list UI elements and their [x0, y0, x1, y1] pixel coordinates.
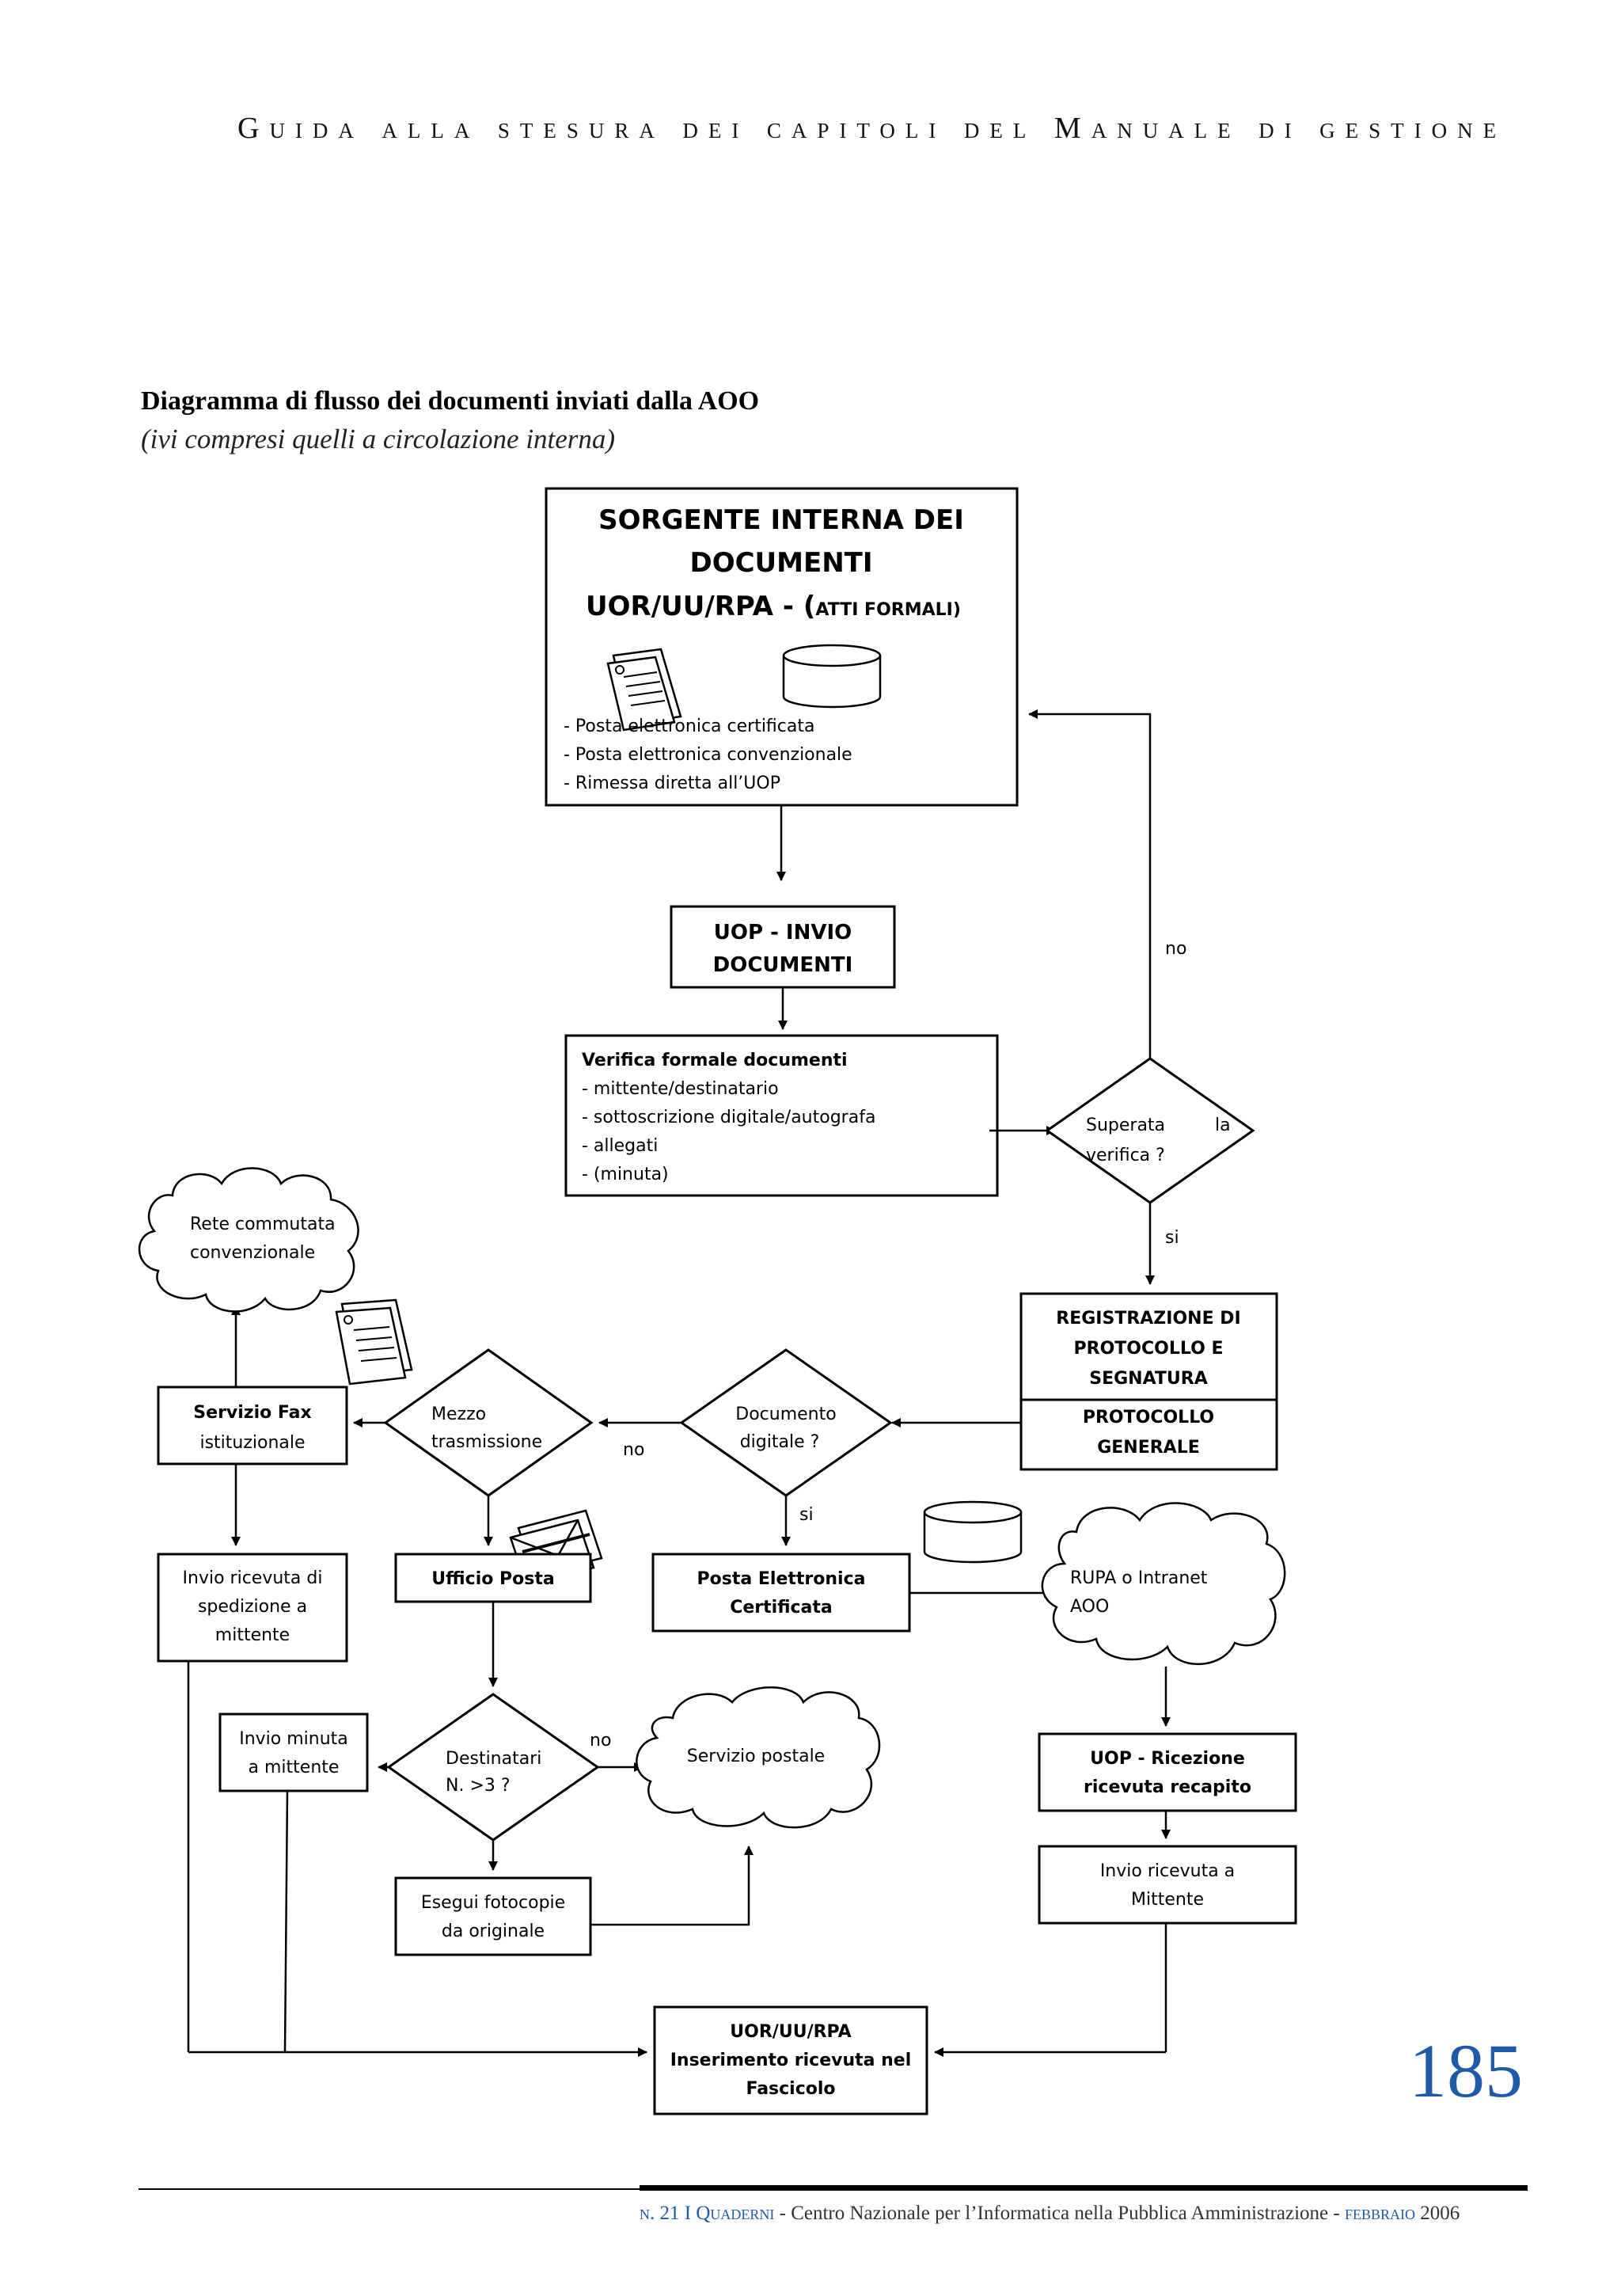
source-item: - Posta elettronica convenzionale — [564, 745, 852, 765]
svg-text:UOP - Ricezione: UOP - Ricezione — [1090, 1749, 1245, 1769]
diagram-subtitle: (ivi compresi quelli a circolazione inte… — [141, 424, 616, 454]
uop-invio-box: UOP - INVIO DOCUMENTI — [670, 905, 896, 989]
svg-text:REGISTRAZIONE DI: REGISTRAZIONE DI — [1056, 1309, 1240, 1329]
footer-publisher: - Centro Nazionale per l’Informatica nel… — [774, 2203, 1345, 2224]
svg-text:DOCUMENTI: DOCUMENTI — [713, 953, 853, 977]
page-number: 185 — [1409, 2028, 1523, 2113]
uop-ricezione-box: UOP - Ricezione ricevuta recapito — [1038, 1732, 1297, 1812]
rete-commutata-cloud: Rete commutata convenzionale — [138, 1167, 359, 1313]
svg-text:Inserimento ricevuta nel: Inserimento ricevuta nel — [670, 2051, 912, 2070]
svg-text:Fascicolo: Fascicolo — [746, 2079, 835, 2099]
registrazione-box: REGISTRAZIONE DI PROTOCOLLO E SEGNATURA … — [1019, 1292, 1278, 1471]
footer-date: febbraio — [1344, 2203, 1415, 2224]
svg-text:Certificata: Certificata — [730, 1598, 833, 1617]
database-icon — [782, 644, 882, 709]
inserimento-box: UOR/UU/RPA Inserimento ricevuta nel Fasc… — [653, 2005, 928, 2115]
footer-rule-thick — [640, 2185, 1528, 2191]
svg-text:- allegati: - allegati — [582, 1136, 658, 1156]
invio-minuta-box: Invio minuta a mittente — [218, 1712, 369, 1792]
arrow-no-loop — [1028, 709, 1152, 1059]
source-item: - Rimessa diretta all’UOP — [564, 774, 780, 793]
svg-text:Verifica formale documenti: Verifica formale documenti — [582, 1051, 848, 1070]
running-header: Guida alla stesura dei capitoli del Manu… — [237, 112, 1507, 145]
ricevuta-spedizione-box: Invio ricevuta di spedizione a mittente — [157, 1553, 348, 1663]
fax-document-icon — [335, 1298, 413, 1386]
svg-text:Invio ricevuta a: Invio ricevuta a — [1100, 1861, 1235, 1881]
svg-text:a mittente: a mittente — [249, 1758, 340, 1777]
documento-digitale-diamond: Documento digitale ? — [679, 1348, 893, 1497]
svg-text:GENERALE: GENERALE — [1097, 1438, 1200, 1458]
fotocopie-box: Esegui fotocopie da originale — [394, 1876, 592, 1956]
svg-text:Superata: Superata — [1086, 1116, 1165, 1135]
footer-year: 2006 — [1414, 2203, 1460, 2224]
svg-text:spedizione a: spedizione a — [198, 1597, 307, 1617]
svg-text:AOO: AOO — [1070, 1597, 1109, 1617]
destinatari-diamond: Destinatari N. >3 ? — [386, 1693, 600, 1842]
svg-text:trasmissione: trasmissione — [431, 1432, 542, 1452]
svg-text:RUPA o Intranet: RUPA o Intranet — [1070, 1568, 1208, 1588]
svg-text:ricevuta recapito: ricevuta recapito — [1084, 1777, 1251, 1797]
svg-text:digitale ?: digitale ? — [740, 1432, 820, 1452]
svg-text:Servizio postale: Servizio postale — [687, 1747, 825, 1766]
svg-text:convenzionale: convenzionale — [190, 1243, 315, 1263]
label-no: no — [623, 1440, 644, 1460]
svg-text:Posta Elettronica: Posta Elettronica — [697, 1569, 866, 1589]
label-si: si — [799, 1505, 814, 1525]
svg-text:Invio ricevuta di: Invio ricevuta di — [183, 1568, 323, 1588]
label-no: no — [590, 1731, 611, 1751]
svg-text:N. >3 ?: N. >3 ? — [446, 1776, 511, 1796]
svg-text:Documento: Documento — [735, 1405, 836, 1424]
svg-text:Destinatari: Destinatari — [446, 1749, 541, 1769]
label-no: no — [1165, 939, 1186, 959]
svg-text:da originale: da originale — [442, 1922, 545, 1941]
servizio-postale-cloud: Servizio postale — [636, 1686, 881, 1829]
svg-text:UOR/UU/RPA: UOR/UU/RPA — [730, 2022, 851, 2042]
svg-text:UOP - INVIO: UOP - INVIO — [714, 921, 852, 945]
svg-text:Ufficio Posta: Ufficio Posta — [431, 1569, 554, 1589]
svg-text:Servizio Fax: Servizio Fax — [193, 1403, 311, 1423]
mezzo-diamond: Mezzo trasmissione — [383, 1348, 594, 1497]
svg-text:la: la — [1215, 1116, 1231, 1135]
label-si: si — [1165, 1228, 1179, 1248]
ufficio-posta-box: Ufficio Posta — [394, 1553, 592, 1603]
svg-text:verifica ?: verifica ? — [1086, 1146, 1165, 1165]
svg-text:Mittente: Mittente — [1131, 1890, 1204, 1910]
source-box: SORGENTE INTERNA DEI DOCUMENTI UOR/UU/RP… — [545, 487, 1019, 807]
footer-issue: n. 21 — [640, 2203, 680, 2224]
svg-text:PROTOCOLLO: PROTOCOLLO — [1083, 1408, 1214, 1427]
arrow — [590, 1846, 754, 1926]
pec-box: Posta Elettronica Certificata — [651, 1553, 911, 1633]
svg-text:Esegui fotocopie: Esegui fotocopie — [421, 1893, 565, 1913]
svg-text:- (minuta): - (minuta) — [582, 1165, 669, 1184]
source-line1: SORGENTE INTERNA DEI — [598, 504, 964, 536]
footer: n. 21 I Quaderni - Centro Nazionale per … — [640, 2203, 1460, 2224]
svg-text:istituzionale: istituzionale — [199, 1433, 305, 1453]
rupa-cloud: RUPA o Intranet AOO — [1041, 1502, 1286, 1666]
document-icon — [606, 648, 682, 732]
source-line3: UOR/UU/RPA - (ATTI FORMALI) — [586, 591, 961, 622]
verifica-box: Verifica formale documenti - mittente/de… — [564, 1034, 999, 1197]
svg-text:- mittente/destinatario: - mittente/destinatario — [582, 1079, 779, 1099]
source-item: - Posta elettronica certificata — [564, 717, 814, 736]
source-line2: DOCUMENTI — [689, 547, 872, 579]
svg-text:mittente: mittente — [215, 1625, 290, 1645]
footer-series: Quaderni — [696, 2203, 775, 2224]
svg-text:Mezzo: Mezzo — [431, 1405, 486, 1424]
svg-text:- sottoscrizione digitale/auto: - sottoscrizione digitale/autografa — [582, 1108, 875, 1127]
database-icon — [923, 1500, 1023, 1564]
connector — [283, 1790, 289, 2053]
svg-text:SEGNATURA: SEGNATURA — [1089, 1369, 1208, 1389]
svg-text:PROTOCOLLO E: PROTOCOLLO E — [1074, 1339, 1224, 1359]
diagram-title: Diagramma di flusso dei documenti inviat… — [141, 386, 760, 416]
servizio-fax-box: Servizio Fax istituzionale — [157, 1386, 348, 1465]
svg-text:Invio minuta: Invio minuta — [239, 1729, 348, 1749]
ricevuta-mittente-box: Invio ricevuta a Mittente — [1038, 1845, 1297, 1925]
superata-diamond: Superata la verifica ? — [1045, 1057, 1255, 1204]
svg-text:Rete commutata: Rete commutata — [190, 1215, 336, 1234]
